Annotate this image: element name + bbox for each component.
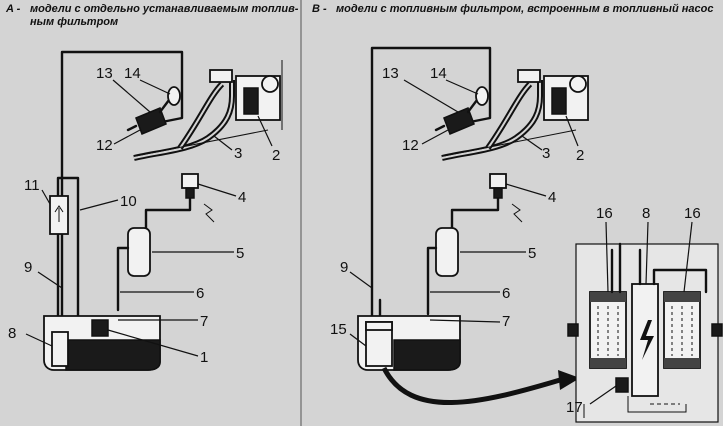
panel-a-label-8: 8 xyxy=(8,325,16,342)
panel-b-charcoal-canister xyxy=(435,227,459,277)
panel-a-vent-line xyxy=(116,246,130,312)
panel-b-label-9: 9 xyxy=(340,259,348,276)
panel-a-injector xyxy=(135,107,167,135)
panel-b-label-7: 7 xyxy=(502,313,510,330)
panel-a-fuel-level xyxy=(65,339,161,371)
panel-a-electric-symbol xyxy=(203,203,215,223)
panel-a-purge-valve-plug xyxy=(185,187,195,199)
panel-a-label-14: 14 xyxy=(124,65,141,82)
panel-a-label-5: 5 xyxy=(236,245,244,262)
panel-b-electric-symbol xyxy=(511,203,523,223)
inset-label-8: 8 xyxy=(642,205,650,222)
panel-a-purge-valve xyxy=(181,173,199,189)
panel-a-injector-cap xyxy=(167,86,181,106)
inset-label-17: 17 xyxy=(566,399,583,416)
panel-a-return-pipe xyxy=(60,50,184,332)
panel-b-label-4: 4 xyxy=(548,189,556,206)
panel-a-caption-line2: ным фильтром xyxy=(30,16,118,28)
panel-a-label-3: 3 xyxy=(234,145,242,162)
pump-detail-inset: 16 8 16 17 xyxy=(566,205,723,423)
panel-a-fuel-pump xyxy=(51,331,69,367)
panel-b-detail-arrowhead xyxy=(558,370,580,390)
panel-b: B - модели с топливным фильтром, встроен… xyxy=(312,3,713,405)
panel-a-fuel-rail-end xyxy=(209,69,233,83)
panel-b-label-12: 12 xyxy=(402,137,419,154)
panel-b-caption-line1: модели с топливным фильтром, встроенным … xyxy=(336,3,713,15)
panel-a-label-12: 12 xyxy=(96,137,113,154)
panel-b-injector-cap xyxy=(475,86,489,106)
panel-a: A - модели с отдельно устанавливаемым то… xyxy=(5,3,299,371)
panel-b-label-6: 6 xyxy=(502,285,510,302)
inset-label-16-right: 16 xyxy=(684,205,701,222)
panel-a-manifold-edge xyxy=(135,129,269,157)
inset-electric-symbol xyxy=(640,320,654,360)
panel-b-label-14: 14 xyxy=(430,65,447,82)
panel-a-caption-line1: модели с отдельно устанавливаемым топлив… xyxy=(30,3,299,15)
panel-a-pressure-regulator xyxy=(243,87,259,115)
panel-a-filter-arrow xyxy=(54,205,64,222)
panel-b-label-3: 3 xyxy=(542,145,550,162)
panel-b-fuel-level xyxy=(393,339,461,371)
panel-b-caption-letter: B - xyxy=(312,3,327,15)
panel-a-label-6: 6 xyxy=(196,285,204,302)
panel-a-label-1: 1 xyxy=(200,349,208,366)
panel-b-vent-line xyxy=(426,246,438,316)
panel-b-label-13: 13 xyxy=(382,65,399,82)
panel-b-fuel-rail-end xyxy=(517,69,541,83)
panel-a-label-11: 11 xyxy=(24,177,40,194)
panel-b-label-2: 2 xyxy=(576,147,584,164)
panel-a-caption-letter: A - xyxy=(5,3,21,15)
panel-b-return-pipe xyxy=(370,46,492,320)
panel-b-purge-valve xyxy=(489,173,507,189)
panel-b-throttle-motor xyxy=(569,75,587,93)
panel-a-level-sender xyxy=(91,319,109,337)
panel-a-label-13: 13 xyxy=(96,65,113,82)
panel-a-charcoal-canister xyxy=(127,227,151,277)
inset-label-16-left: 16 xyxy=(596,205,613,222)
panel-b-label-5: 5 xyxy=(528,245,536,262)
panel-b-purge-valve-plug xyxy=(493,187,503,199)
panel-a-label-4: 4 xyxy=(238,189,246,206)
panel-a-label-10: 10 xyxy=(120,193,137,210)
inset-check-valve xyxy=(615,377,629,393)
panel-a-label-9: 9 xyxy=(24,259,32,276)
panel-a-label-2: 2 xyxy=(272,147,280,164)
panel-b-pressure-regulator xyxy=(551,87,567,115)
panel-a-label-7: 7 xyxy=(200,313,208,330)
panel-b-injector xyxy=(443,107,475,135)
panel-b-manifold-edge xyxy=(443,129,577,157)
panel-a-feed-pipe xyxy=(56,176,80,334)
panel-b-detail-arrow xyxy=(381,366,561,405)
panel-a-throttle-motor xyxy=(261,75,279,93)
panel-a-injector-tip xyxy=(126,124,138,132)
panel-b-label-15: 15 xyxy=(330,321,347,338)
